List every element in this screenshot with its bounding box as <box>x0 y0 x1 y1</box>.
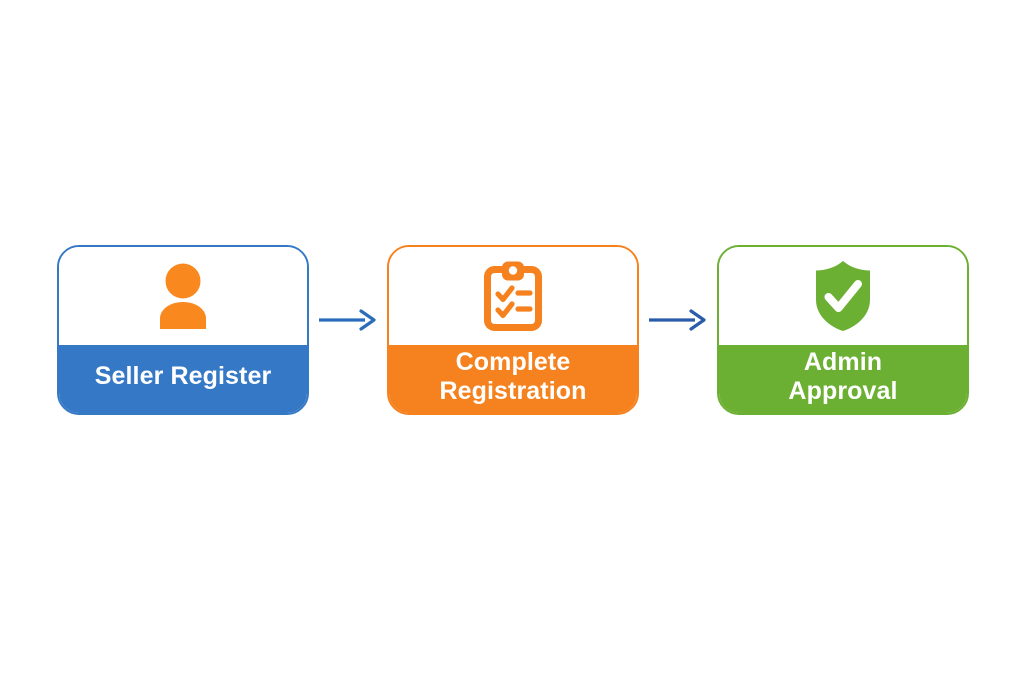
connector-arrow-1 <box>310 307 386 333</box>
step-icon-container <box>59 247 307 345</box>
step-label-container: Complete Registration <box>389 345 637 413</box>
step-label-container: Seller Register <box>59 345 307 413</box>
connector-arrow-2 <box>640 307 716 333</box>
step-icon-container <box>389 247 637 345</box>
flow-steps-row: Seller Register <box>57 245 969 417</box>
flow-step-complete-registration[interactable]: Complete Registration <box>387 245 639 415</box>
step-label: Complete Registration <box>439 347 587 406</box>
flow-step-seller-register[interactable]: Seller Register <box>57 245 309 415</box>
step-icon-container <box>719 247 967 345</box>
step-label-container: Admin Approval <box>719 345 967 413</box>
step-label: Seller Register <box>94 362 272 391</box>
step-label: Admin Approval <box>788 347 898 406</box>
flow-step-admin-approval[interactable]: Admin Approval <box>717 245 969 415</box>
clipboard-checklist-icon <box>483 260 543 332</box>
arrow-right-icon <box>319 309 376 331</box>
user-icon <box>153 263 213 329</box>
arrow-right-icon <box>649 309 706 331</box>
shield-check-icon <box>811 259 875 333</box>
